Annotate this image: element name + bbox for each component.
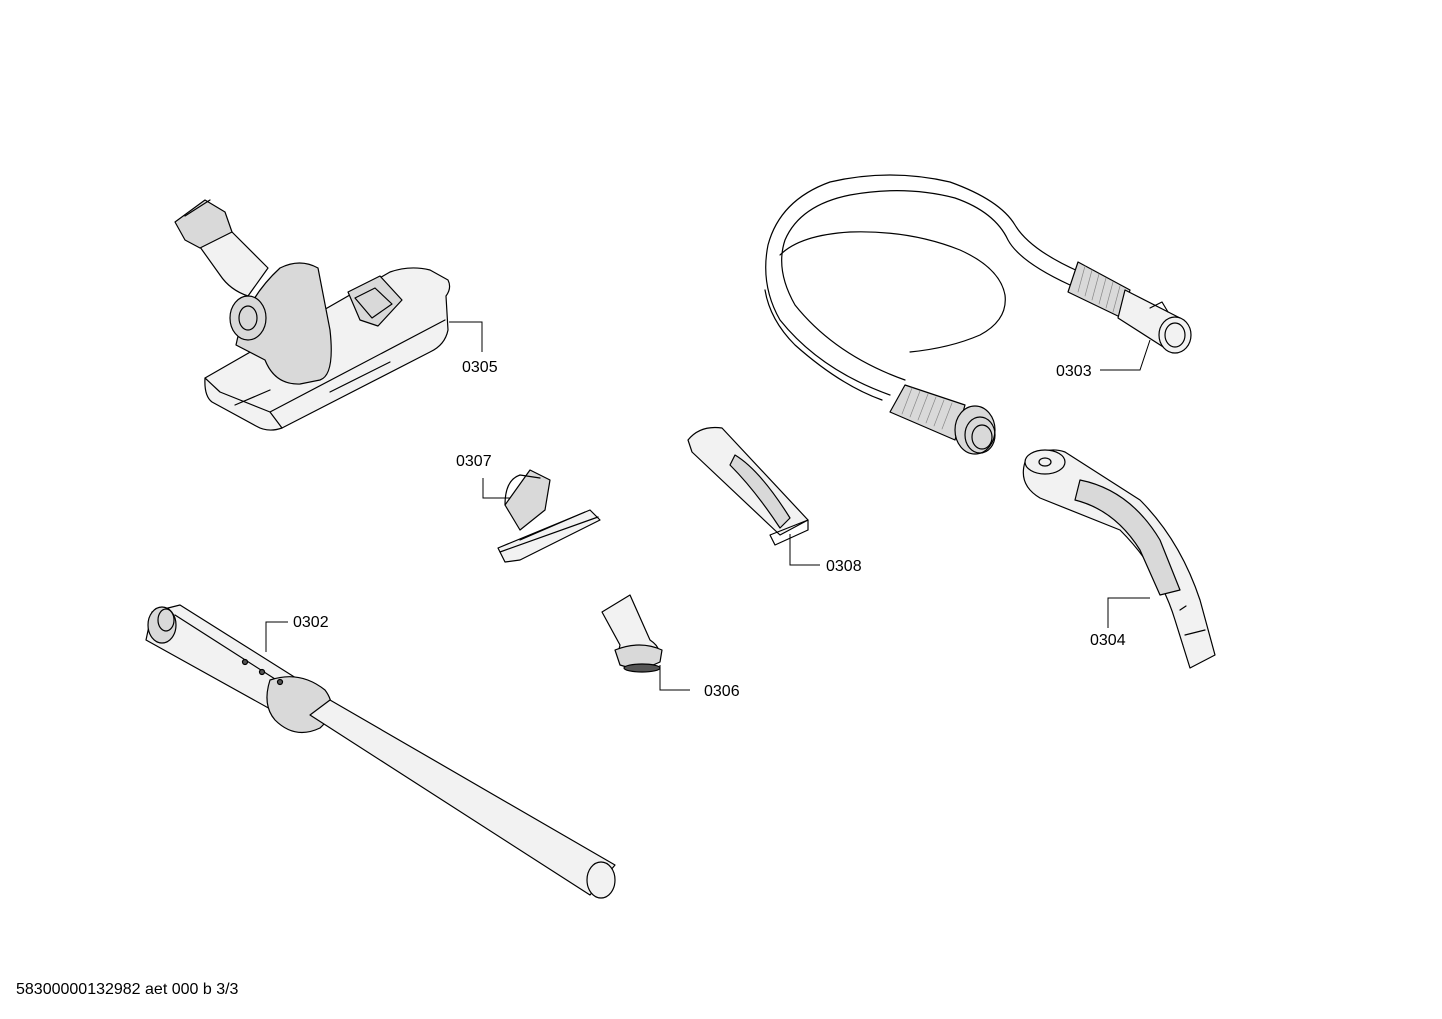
part-label-0308: 0308 [826,558,862,575]
upholstery-nozzle-part [497,469,601,563]
hose-handle-part [1022,449,1216,669]
part-label-0307: 0307 [456,453,492,470]
crevice-tool-part [687,426,809,546]
hose-part [764,174,1192,455]
part-label-0306: 0306 [704,683,740,700]
floor-nozzle-part [174,199,451,431]
part-label-0302: 0302 [293,614,329,631]
document-footer-code: 58300000132982 aet 000 b 3/3 [16,981,239,998]
telescopic-tube-part [145,604,616,899]
part-label-0303: 0303 [1056,363,1092,380]
part-label-0304: 0304 [1090,632,1126,649]
small-nozzle-part [601,594,663,673]
part-label-0305: 0305 [462,359,498,376]
